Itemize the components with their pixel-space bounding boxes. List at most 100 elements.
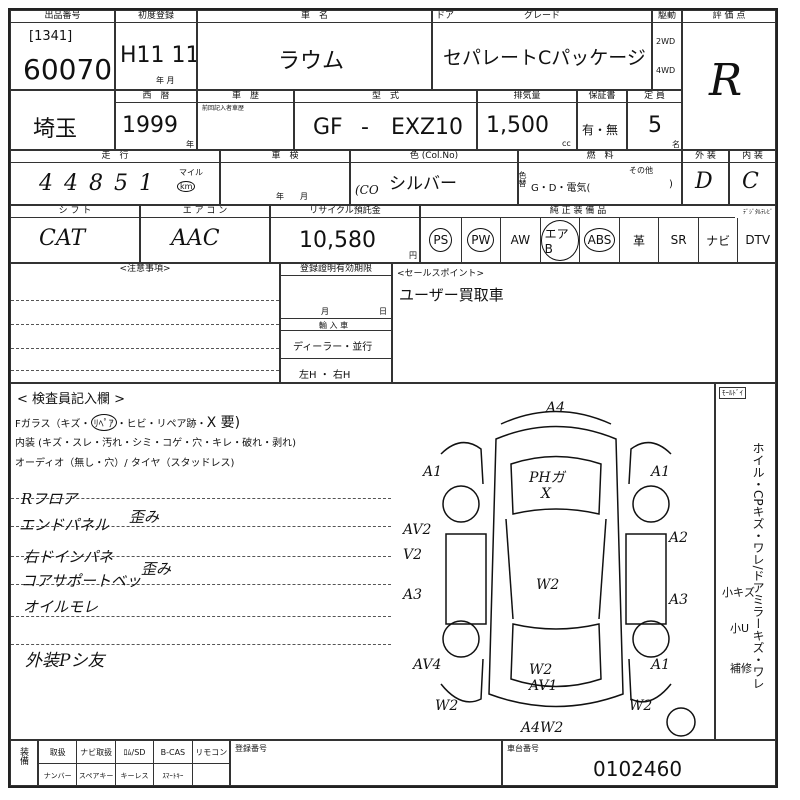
hand-note: 外装Pシ友 <box>25 651 105 671</box>
recycle-fee: 10,580 <box>299 228 376 253</box>
color-cell: 色 (Col.No) (CO シルバー <box>350 150 518 205</box>
fuel-cell: 燃 料 色替 G・D・電気( その他 ) <box>518 150 682 205</box>
shift-cell: シ フ ト CAT <box>10 205 140 263</box>
damage-label: A1 <box>421 464 442 480</box>
displacement-label: 排気量 <box>478 91 576 103</box>
color-prefix: (CO <box>355 183 379 197</box>
recycle-label: リサイクル預託金 <box>271 206 419 218</box>
damage-label: V2 <box>403 547 422 563</box>
hand-note: コアサポートベッ <box>21 572 142 590</box>
side-label: ﾓｰﾙﾄﾞｲ <box>719 387 746 399</box>
sales-point: ユーザー買取車 <box>399 286 504 304</box>
displacement-cell: 排気量 1,500 cc <box>477 90 577 150</box>
fuel-options: G・D・電気( <box>531 183 591 194</box>
fuel-other: その他 <box>629 166 653 175</box>
score-label: 評 価 点 <box>683 11 775 23</box>
damage-label: A4 <box>544 400 565 416</box>
drive-4wd: 4WD <box>656 66 676 75</box>
displacement: 1,500 <box>486 113 549 138</box>
equipment-item: DTV <box>737 218 775 262</box>
option-label: 取扱 <box>39 741 78 764</box>
inspection-label: 車 検 <box>221 151 349 163</box>
inspector-area: < 検査員記入欄 > Fガラス（キズ・ﾘﾍﾟｱ・ヒビ・リペア跡・X 要) 内装 … <box>10 383 715 740</box>
hand-note: オイルモレ <box>23 598 99 616</box>
first-registration-cell: 初度登録 H11 11 年 月 <box>115 10 197 90</box>
reg-day: 日 <box>379 307 387 316</box>
damage-label: PHガ <box>528 470 567 486</box>
legend-sub: 補修 <box>730 662 752 675</box>
capacity-unit: 名 <box>672 140 680 149</box>
color-label: 色 (Col.No) <box>351 151 517 163</box>
exterior-label: 外 装 <box>683 151 728 163</box>
warranty: 有・無 <box>582 123 619 137</box>
fuel-label: 燃 料 <box>519 151 681 163</box>
option-label: ナンバー <box>39 764 78 785</box>
recycle-cell: リサイクル預託金 10,580 円 <box>270 205 420 263</box>
option-label: ﾛﾑ/SD <box>115 741 155 764</box>
exterior-grade: D <box>695 169 713 194</box>
model-dash: - <box>361 115 369 140</box>
interior-cell: 内 装 C <box>729 150 776 205</box>
damage-label: A1 <box>649 657 670 673</box>
dtv-header: ﾃﾞｼﾞﾀﾙﾃﾚﾋﾞ <box>742 209 773 216</box>
drive-2wd: 2WD <box>656 37 676 46</box>
drive-cell: 駆動 2WD 4WD <box>652 10 682 90</box>
year-unit: 年 <box>186 140 194 149</box>
history-label: 車 歴 <box>198 91 293 103</box>
score-cell: 評 価 点 R <box>682 10 776 150</box>
fuel-close: ) <box>669 179 673 190</box>
damage-label: AV1 <box>527 678 557 694</box>
sales-point-cell: <セールスポイント> ユーザー買取車 <box>392 263 776 383</box>
displacement-unit: cc <box>562 139 571 148</box>
inspection-cell: 車 検 年 月 <box>220 150 350 205</box>
chassis-label: 車台番号 <box>507 744 539 753</box>
equipment-item: PW <box>460 218 501 262</box>
score: R <box>709 55 743 106</box>
exterior-cell: 外 装 D <box>682 150 729 205</box>
mileage-digit: 1 <box>139 171 153 196</box>
damage-label: A3 <box>401 587 422 603</box>
interior-grade: C <box>742 169 759 194</box>
footer-side: 装備 <box>10 740 38 786</box>
damage-label: A2 <box>667 530 688 546</box>
car-name-cell: 車 名 ラウム <box>197 10 432 90</box>
grade-label: グレード <box>524 11 561 21</box>
damage-label: W2 <box>536 577 559 593</box>
lot-number: 60070 <box>23 53 113 86</box>
aircon: AAC <box>171 226 220 251</box>
damage-label: A1 <box>649 464 670 480</box>
color-change-label: 色替 <box>518 171 527 187</box>
hand-note: エンドパネル <box>19 516 110 534</box>
legend-column: ﾓｰﾙﾄﾞｲ ホイル・CPキズ・ワレ/ドアミラーキズ・ワレ 小キズ 小U 補修 <box>715 383 776 740</box>
grade: セパレートCパッケージ <box>443 47 646 69</box>
model-cell: 型 式 GF - EXZ10 <box>294 90 477 150</box>
caution-cell: <注意事項> <box>10 263 280 383</box>
mileage-digit: 8 <box>89 171 103 196</box>
legend-sub: 小キズ <box>722 586 755 599</box>
caution-label: <注意事項> <box>11 264 279 275</box>
equipment-item: AW <box>500 218 540 262</box>
option-label: ｽﾏｰﾄｷｰ <box>154 764 193 785</box>
warranty-cell: 保証書 有・無 <box>577 90 627 150</box>
option-label: B-CAS <box>154 741 193 764</box>
hand-note: 右ドインパネ <box>23 548 114 566</box>
year-month-unit: 年 月 <box>156 76 175 85</box>
legend-sub: 小U <box>730 622 750 635</box>
mileage-digit: 5 <box>114 171 128 196</box>
model: EXZ10 <box>391 115 464 140</box>
year-cell: 西 暦 1999 年 <box>115 90 197 150</box>
model-label: 型 式 <box>295 91 476 103</box>
aircon-cell: エ ア コ ン AAC <box>140 205 270 263</box>
damage-label: W2 <box>629 698 652 714</box>
interior-label: 内 装 <box>730 151 775 163</box>
mileage-label: 走 行 <box>11 151 219 163</box>
history-sub: 前回記入者車歴 <box>202 105 245 112</box>
equipment-item: ナビ <box>697 218 738 262</box>
import-label: 輸 入 車 <box>319 321 349 330</box>
equipment-label: 純 正 装 備 品 <box>421 206 735 218</box>
hand-note: Rフロア <box>21 490 78 508</box>
mile-label: マイル <box>179 168 203 177</box>
chassis-number: 0102460 <box>593 757 683 781</box>
